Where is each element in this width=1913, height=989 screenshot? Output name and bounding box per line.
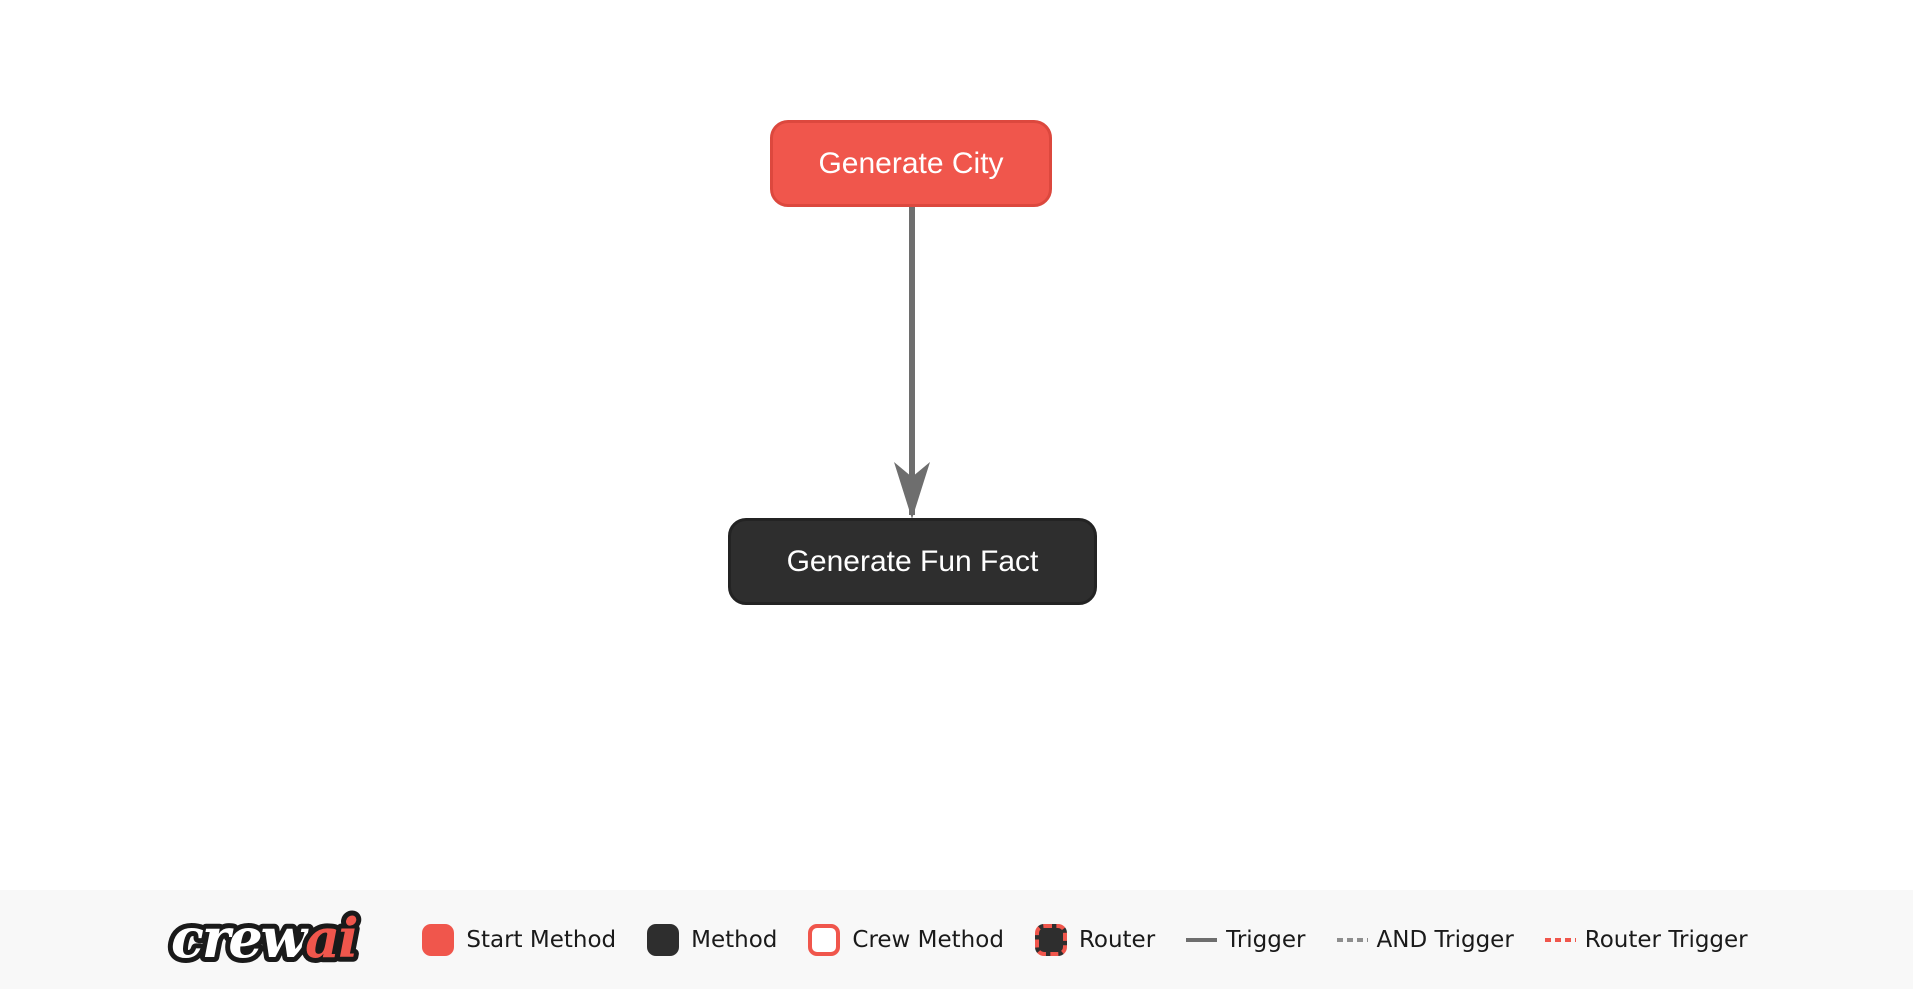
start-method-swatch-icon (422, 923, 455, 956)
legend-label: Router (1078, 926, 1156, 953)
node-generate-city[interactable]: Generate City (770, 120, 1052, 207)
node-generate-fun-fact-label: Generate Fun Fact (786, 544, 1039, 578)
legend-label: Method (691, 926, 778, 953)
legend-label: Trigger (1226, 926, 1306, 953)
method-swatch-icon (647, 923, 680, 956)
logo-text-ai: ai (306, 906, 358, 970)
legend-item-router: Router (1034, 923, 1156, 956)
logo-text-crew: crew (171, 906, 310, 970)
legend-label: Crew Method (852, 926, 1004, 953)
trigger-arrowhead-icon (894, 462, 930, 519)
trigger-line-icon (1186, 937, 1218, 942)
legend-bar: crewai Start Method Method Crew Method R… (0, 890, 1913, 989)
legend-item-and-trigger: AND Trigger (1336, 926, 1514, 953)
legend-item-start-method: Start Method (422, 923, 617, 956)
svg-text:crewai: crewai (171, 906, 357, 970)
legend-label: Start Method (466, 926, 617, 953)
and-trigger-line-icon (1336, 937, 1368, 942)
legend-item-method: Method (647, 923, 778, 956)
legend-item-router-trigger: Router Trigger (1544, 926, 1748, 953)
node-generate-fun-fact[interactable]: Generate Fun Fact (728, 518, 1097, 605)
crewai-logo-icon: crewai (166, 901, 364, 975)
legend-label: AND Trigger (1376, 926, 1514, 953)
legend-item-crew-method: Crew Method (808, 923, 1004, 956)
crew-method-swatch-icon (808, 923, 841, 956)
router-swatch-icon (1034, 923, 1067, 956)
crewai-logo: crewai (165, 901, 383, 979)
router-trigger-line-icon (1544, 937, 1576, 942)
legend-label: Router Trigger (1584, 926, 1748, 953)
node-generate-city-label: Generate City (818, 146, 1004, 180)
legend-item-trigger: Trigger (1186, 926, 1306, 953)
